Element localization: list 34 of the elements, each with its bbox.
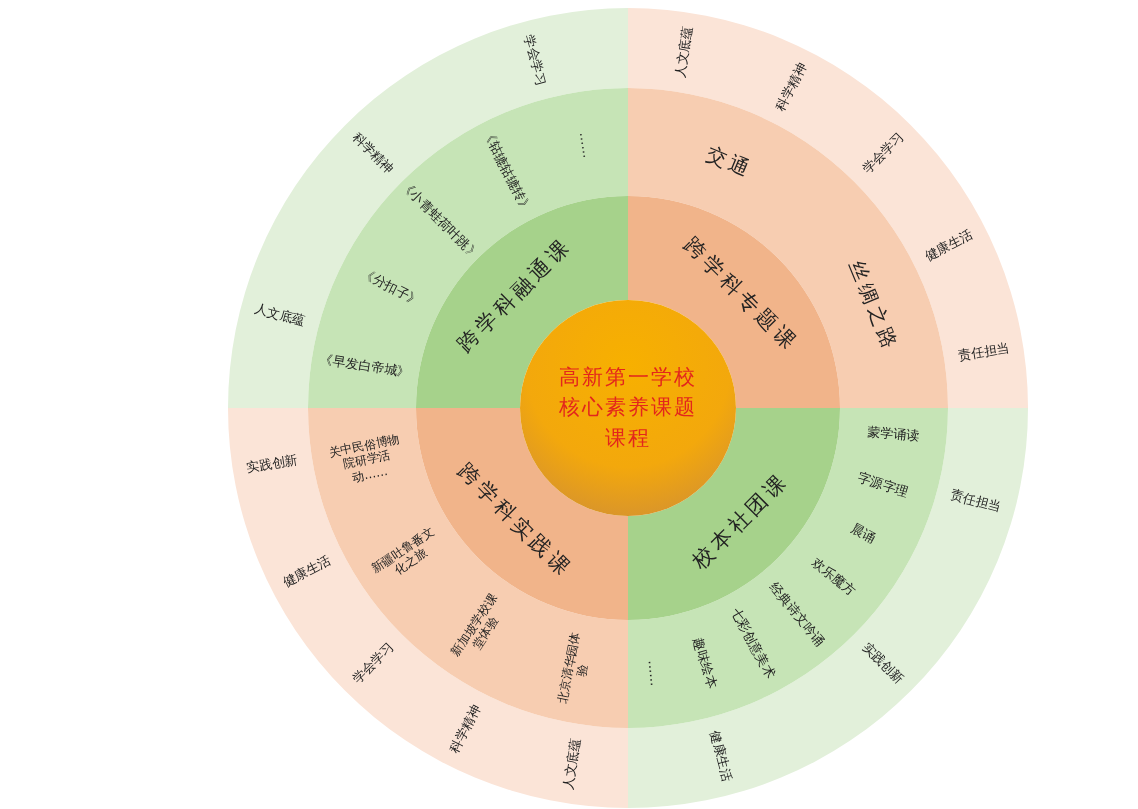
- center-title: 高新第一学校核心素养课题课程: [558, 364, 698, 453]
- course-item-label: 趣味绘本: [690, 635, 721, 690]
- course-category-label: 校本社团课: [688, 468, 795, 575]
- course-item-label: ……: [576, 131, 597, 160]
- core-literacy-label: 责任担当: [956, 339, 1011, 364]
- course-item-label: 关中民俗博物院研学活动……: [326, 431, 402, 487]
- core-literacy-label: 科学精神: [349, 129, 398, 178]
- core-literacy-label: 科学精神: [445, 702, 484, 756]
- course-item-label: 北京清华园体验: [554, 629, 592, 707]
- core-literacy-label: 科学精神: [772, 60, 811, 114]
- core-literacy-label: 责任担当: [948, 486, 1003, 516]
- course-category-label: 跨学科专题课: [679, 232, 804, 357]
- core-literacy-label: 人文底蕴: [672, 25, 697, 80]
- course-item-label: 新加坡学校课堂体验: [447, 590, 503, 661]
- course-category-label: 跨学科实践课: [452, 459, 577, 584]
- course-item-label: 丝绸之路: [844, 257, 904, 356]
- core-literacy-label: 学会学习: [520, 33, 550, 88]
- course-item-label: 《分扣子》: [358, 265, 424, 309]
- course-item-label: 《早发白帝城》: [319, 351, 412, 382]
- core-literacy-label: 学会学习: [349, 638, 398, 687]
- core-literacy-label: 健康生活: [922, 225, 976, 264]
- course-item-label: 蒙学诵读: [866, 423, 920, 445]
- core-literacy-label: 学会学习: [858, 129, 907, 178]
- core-literacy-label: 人文底蕴: [253, 300, 308, 330]
- core-literacy-label: 实践创新: [858, 638, 907, 687]
- course-item-label: 交通: [703, 141, 757, 183]
- course-item-label: ……: [645, 659, 664, 687]
- course-item-label: 字源字理: [855, 470, 910, 501]
- core-literacy-label: 人文底蕴: [559, 736, 584, 791]
- core-literacy-label: 健康生活: [706, 728, 736, 783]
- course-item-label: 新疆吐鲁番文化之旅: [367, 522, 438, 580]
- course-item-label: 晨诵: [847, 520, 878, 547]
- core-literacy-label: 实践创新: [245, 452, 300, 477]
- core-literacy-label: 健康生活: [280, 552, 334, 591]
